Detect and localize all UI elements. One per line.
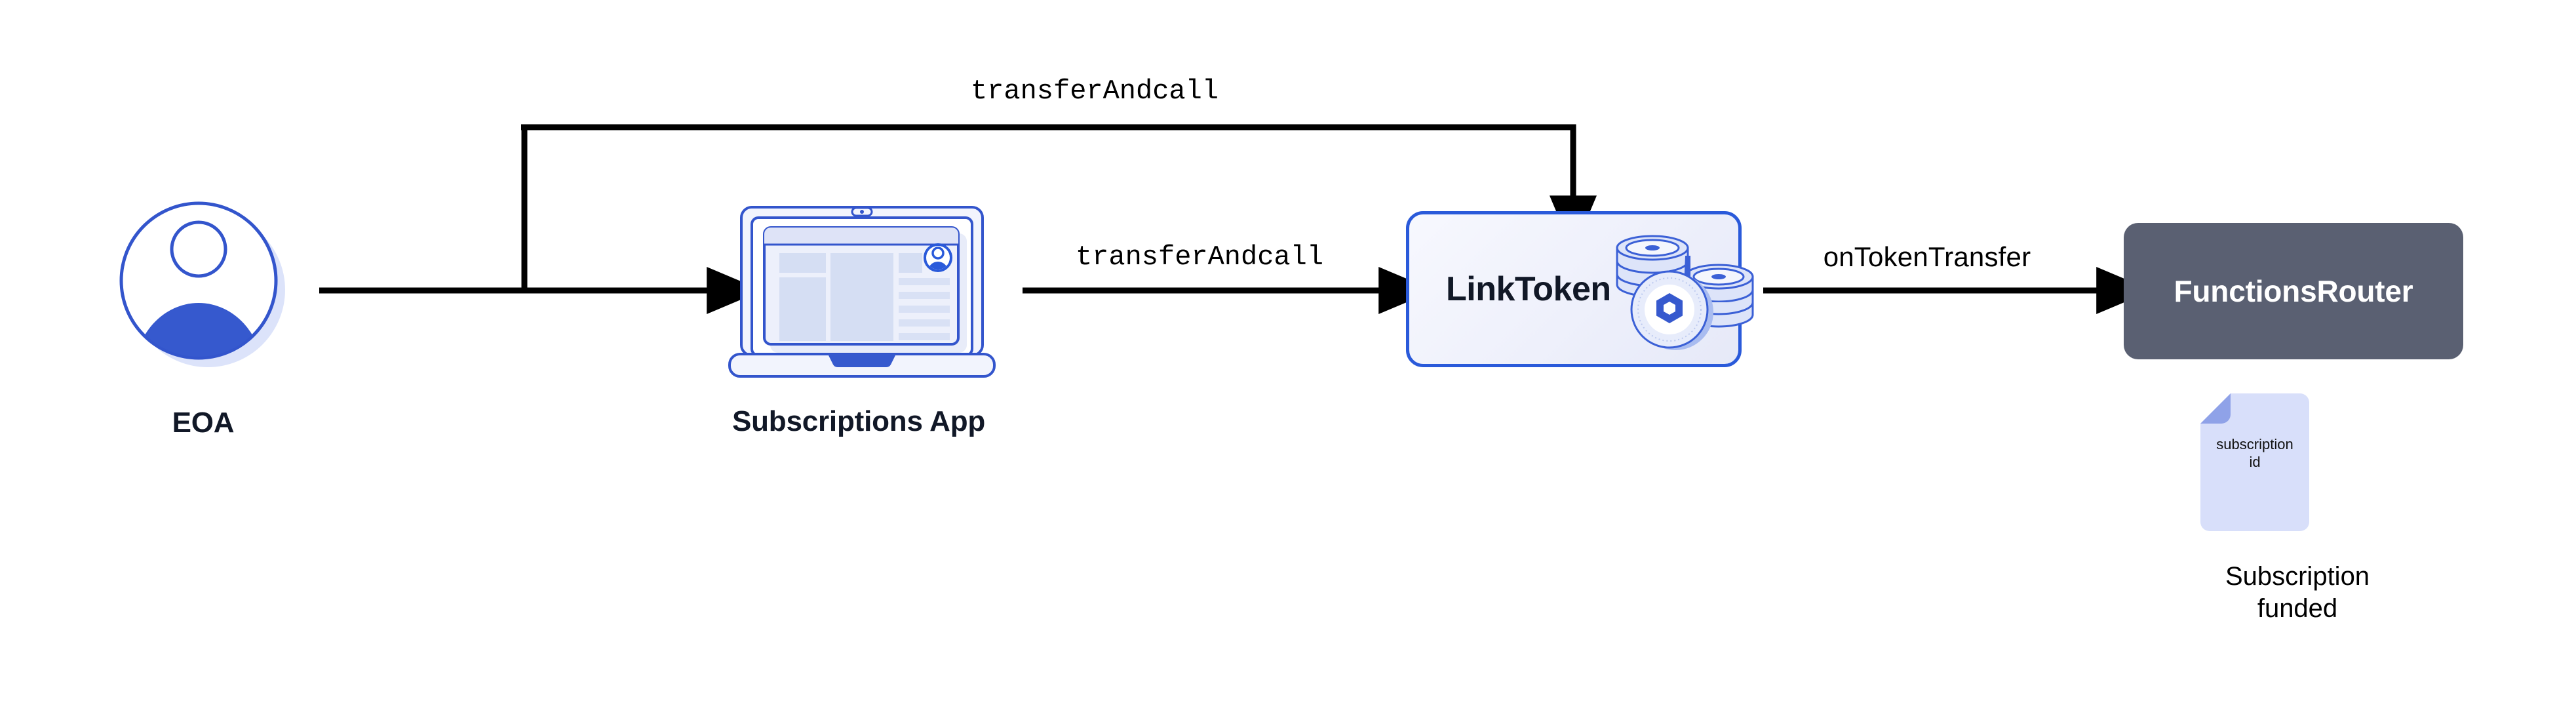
- functionsrouter-box[interactable]: FunctionsRouter: [2124, 223, 2463, 359]
- edge-label-ontokentransfer: onTokenTransfer: [1823, 241, 2031, 272]
- subscription-caption-line2: funded: [2257, 593, 2338, 623]
- laptop-icon: [724, 190, 1000, 387]
- edge-eoa-to-linktoken: [521, 124, 1597, 252]
- subscriptions-app-label: Subscriptions App: [732, 405, 986, 437]
- edge-label-transferandcall-mid: transferAndcall: [1075, 241, 1324, 273]
- linktoken-label: LinkToken: [1446, 270, 1611, 308]
- eoa-label: EOA: [172, 407, 235, 439]
- coin-stack-icon: [1609, 216, 1783, 364]
- subscription-funded-caption: Subscription funded: [2088, 561, 2507, 625]
- edge-label-transferandcall-top: transferAndcall: [970, 75, 1219, 107]
- document-text-line2: id: [2249, 454, 2260, 470]
- functionsrouter-label: FunctionsRouter: [2174, 274, 2413, 308]
- document-icon: subscription id: [2199, 393, 2311, 531]
- document-text-line1: subscription: [2216, 436, 2293, 452]
- subscription-caption-line1: Subscription: [2225, 562, 2370, 591]
- user-avatar-icon: [115, 197, 292, 374]
